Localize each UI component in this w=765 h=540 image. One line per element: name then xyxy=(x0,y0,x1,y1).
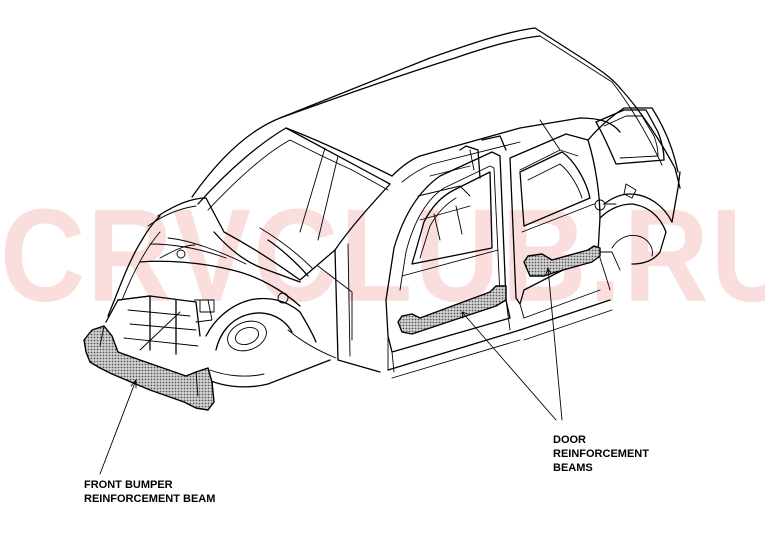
engine-bay xyxy=(107,197,313,317)
door-beams-label: DOOR REINFORCEMENT BEAMS xyxy=(553,433,649,475)
rear-door-beam xyxy=(523,245,601,277)
pillars-interior xyxy=(417,119,561,241)
front-bumper-label-line1: FRONT BUMPER xyxy=(84,479,173,491)
door-beams-label-line2: REINFORCEMENT xyxy=(553,448,649,460)
rear-quarter xyxy=(587,107,681,271)
leader-lines xyxy=(99,267,563,475)
windshield-frame xyxy=(197,127,393,251)
body-side xyxy=(299,117,621,379)
front-bumper-beam-label: FRONT BUMPER REINFORCEMENT BEAM xyxy=(84,478,215,506)
front-bumper-beam xyxy=(83,325,215,411)
roof-outline xyxy=(191,27,681,198)
door-beams-label-line3: BEAMS xyxy=(553,462,593,474)
front-fender xyxy=(203,297,337,388)
front-bumper-label-line2: REINFORCEMENT BEAM xyxy=(84,493,216,505)
front-door-beam xyxy=(397,285,507,335)
front-door xyxy=(385,151,511,373)
radiator-support xyxy=(105,295,215,355)
door-beams-label-line1: DOOR xyxy=(553,434,586,446)
rear-door xyxy=(509,133,611,319)
